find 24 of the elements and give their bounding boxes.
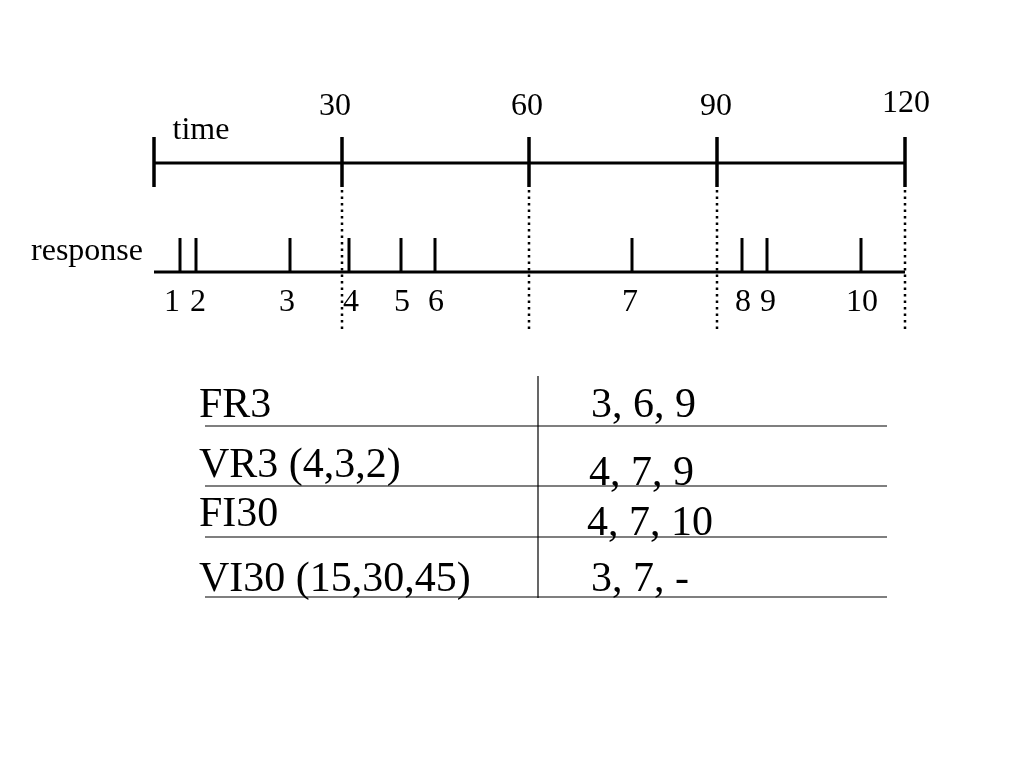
schedule-label: VI30 (15,30,45) [199,556,471,598]
response-number: 4 [343,284,359,316]
tick-label: 60 [511,88,543,120]
tick-label: 90 [700,88,732,120]
response-number: 7 [622,284,638,316]
reinforced-responses: 4, 7, 10 [587,500,713,542]
response-number: 8 [735,284,751,316]
schedule-label: VR3 (4,3,2) [199,442,401,484]
response-number: 2 [190,284,206,316]
response-number: 9 [760,284,776,316]
axis-label: response [31,233,143,265]
schedule-label: FI30 [199,491,279,533]
reinforced-responses: 3, 6, 9 [591,382,696,424]
axis-label: time [172,112,230,144]
reinforced-responses: 3, 7, - [591,556,689,598]
response-number: 1 [164,284,180,316]
response-number: 6 [428,284,444,316]
response-number: 5 [394,284,410,316]
schedule-label: FR3 [199,382,272,424]
tick-label: 30 [319,88,351,120]
response-number: 3 [279,284,295,316]
reinforced-responses: 4, 7, 9 [589,450,694,492]
response-number: 10 [846,284,878,316]
tick-label: 120 [882,85,930,117]
